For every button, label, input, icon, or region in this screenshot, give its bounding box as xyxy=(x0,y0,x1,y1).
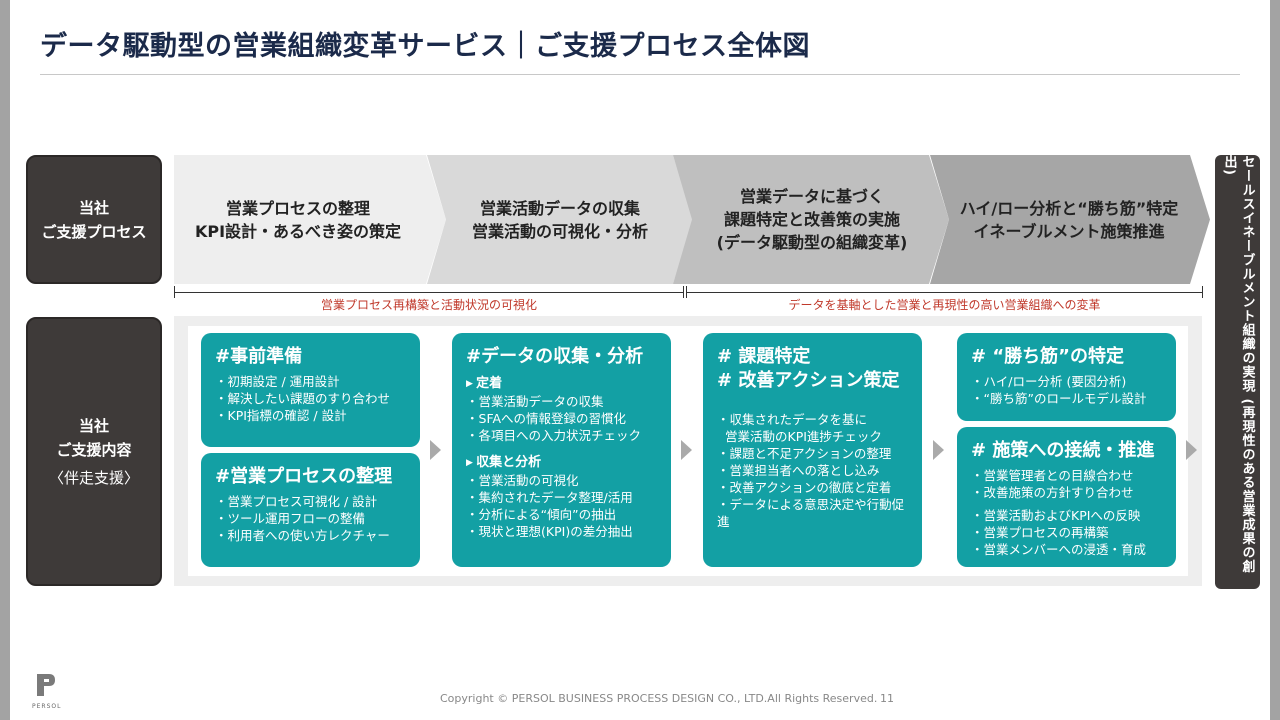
list-item: 営業活動の可視化 xyxy=(466,472,657,489)
arrow-right-icon xyxy=(681,440,692,460)
list-item: 集約されたデータ整理/活用 xyxy=(466,489,657,506)
card-measures: # 施策への接続・推進 営業管理者との目線合わせ 改善施策の方針すり合わせ 営業… xyxy=(957,427,1176,567)
card-data-collection-heading: #データの収集・分析 xyxy=(466,346,644,367)
list-item: 営業プロセス可視化 / 設計 xyxy=(215,493,406,510)
row-label-content: 当社 ご支援内容 〈伴走支援〉 xyxy=(26,317,162,586)
process-step-4-line1: ハイ/ロー分析と“勝ち筋”特定 xyxy=(959,198,1179,218)
card-pre-preparation-heading: #事前準備 xyxy=(215,346,303,367)
process-step-3: 営業データに基づく 課題特定と改善策の実施 (データ駆動型の組織変革) xyxy=(673,155,949,284)
card-data-list-analysis: 営業活動の可視化 集約されたデータ整理/活用 分析による“傾向”の抽出 現状と理… xyxy=(466,472,657,540)
list-item: 初期設定 / 運用設計 xyxy=(215,373,406,390)
row-label-process-line2: ご支援プロセス xyxy=(41,222,147,241)
bracket-phase-2 xyxy=(686,286,1203,298)
list-item: 営業メンバーへの浸透・育成 xyxy=(971,541,1162,558)
list-item: データによる意思決定や行動促進 xyxy=(717,496,908,530)
process-step-4-line2: イネーブルメント施策推進 xyxy=(973,221,1165,241)
card-process-organize-heading: #営業プロセスの整理 xyxy=(215,466,393,487)
process-step-3-line1: 営業データに基づく xyxy=(739,187,884,206)
arrow-right-icon xyxy=(933,440,944,460)
process-step-2-line2: 営業活動の可視化・分析 xyxy=(471,221,648,241)
title-divider xyxy=(40,74,1240,75)
card-measures-list-2: 営業活動およびKPIへの反映 営業プロセスの再構築 営業メンバーへの浸透・育成 xyxy=(971,507,1162,558)
list-item: ツール運用フローの整備 xyxy=(215,510,406,527)
page-number: 11 xyxy=(880,692,894,705)
card-data-section-analysis: 収集と分析 xyxy=(466,454,657,472)
card-winning-pattern-heading: # “勝ち筋”の特定 xyxy=(971,346,1125,367)
copyright-footer: Copyright © PERSOL BUSINESS PROCESS DESI… xyxy=(440,692,878,705)
process-step-1-line2: KPI設計・あるべき姿の策定 xyxy=(194,221,402,241)
outcome-vertical-text: セールスイネーブルメント組織の実現 (再現性のある営業成果の創出) xyxy=(1221,155,1255,574)
list-item: 営業管理者との目線合わせ xyxy=(971,467,1162,484)
bracket-label-phase-2: データを基軸とした営業と再現性の高い営業組織への変革 xyxy=(788,298,1101,312)
card-issue-heading-1: # 課題特定 xyxy=(717,346,811,367)
list-item: SFAへの情報登録の習慣化 xyxy=(466,410,657,427)
row-label-process: 当社 ご支援プロセス xyxy=(26,155,162,284)
list-item: 営業活動データの収集 xyxy=(466,393,657,410)
list-item: 各項目への入力状況チェック xyxy=(466,427,657,444)
card-pre-preparation: #事前準備 初期設定 / 運用設計 解決したい課題のすり合わせ KPI指標の確認… xyxy=(201,333,420,447)
card-measures-list-1: 営業管理者との目線合わせ 改善施策の方針すり合わせ xyxy=(971,467,1162,501)
list-item: 営業プロセスの再構築 xyxy=(971,524,1162,541)
process-step-1: 営業プロセスの整理 KPI設計・あるべき姿の策定 xyxy=(174,155,446,284)
process-step-2-line1: 営業活動データの収集 xyxy=(479,198,640,218)
card-winning-pattern: # “勝ち筋”の特定 ハイ/ロー分析 (要因分析) “勝ち筋”のロールモデル設計 xyxy=(957,333,1176,421)
card-process-organize: #営業プロセスの整理 営業プロセス可視化 / 設計 ツール運用フローの整備 利用… xyxy=(201,453,420,567)
row-label-process-line1: 当社 xyxy=(78,198,109,217)
bracket-label-phase-1: 営業プロセス再構築と活動状況の可視化 xyxy=(320,298,537,312)
right-edge-bar xyxy=(1270,0,1280,720)
list-item: 営業活動およびKPIへの反映 xyxy=(971,507,1162,524)
card-data-list-establish: 営業活動データの収集 SFAへの情報登録の習慣化 各項目への入力状況チェック xyxy=(466,393,657,444)
list-item: “勝ち筋”のロールモデル設計 xyxy=(971,390,1162,407)
process-step-1-line1: 営業プロセスの整理 xyxy=(225,198,370,218)
list-item: 分析による“傾向”の抽出 xyxy=(466,506,657,523)
persol-logo-icon xyxy=(37,674,55,696)
list-item: 改善施策の方針すり合わせ xyxy=(971,484,1162,501)
process-step-3-line2: 課題特定と改善策の実施 xyxy=(723,210,900,229)
card-pre-preparation-list: 初期設定 / 運用設計 解決したい課題のすり合わせ KPI指標の確認 / 設計 xyxy=(215,373,406,424)
process-step-3-line3: (データ駆動型の組織変革) xyxy=(716,233,908,252)
card-issue-list: 収集されたデータを基に 営業活動のKPI進捗チェック 課題と不足アクションの整理… xyxy=(717,411,908,530)
left-edge-bar xyxy=(0,0,10,720)
process-step-2: 営業活動データの収集 営業活動の可視化・分析 xyxy=(427,155,693,284)
card-process-organize-list: 営業プロセス可視化 / 設計 ツール運用フローの整備 利用者への使い方レクチャー xyxy=(215,493,406,544)
row-label-content-line2: ご支援内容 xyxy=(56,440,132,459)
page-title: データ駆動型の営業組織変革サービス｜ご支援プロセス全体図 xyxy=(40,31,810,62)
list-item: KPI指標の確認 / 設計 xyxy=(215,407,406,424)
bracket-phase-1 xyxy=(174,286,684,298)
list-item: 営業担当者への落とし込み xyxy=(717,462,908,479)
card-issue-identification: # 課題特定 # 改善アクション策定 収集されたデータを基に 営業活動のKPI進… xyxy=(703,333,922,567)
list-item: 課題と不足アクションの整理 xyxy=(717,445,908,462)
card-data-section-establish: 定着 xyxy=(466,375,657,393)
row-label-content-line1: 当社 xyxy=(78,416,109,435)
persol-logo-text: PERSOL xyxy=(32,703,62,710)
process-step-4: ハイ/ロー分析と“勝ち筋”特定 イネーブルメント施策推進 xyxy=(930,155,1210,284)
list-item: 収集されたデータを基に xyxy=(717,411,908,428)
list-item: 改善アクションの徹底と定着 xyxy=(717,479,908,496)
card-winning-pattern-list: ハイ/ロー分析 (要因分析) “勝ち筋”のロールモデル設計 xyxy=(971,373,1162,407)
card-measures-heading: # 施策への接続・推進 xyxy=(971,440,1155,461)
card-data-collection: #データの収集・分析 定着 営業活動データの収集 SFAへの情報登録の習慣化 各… xyxy=(452,333,671,567)
row-label-content-line3: 〈伴走支援〉 xyxy=(48,468,139,487)
persol-logo: PERSOL xyxy=(32,672,60,710)
list-item: 営業活動のKPI進捗チェック xyxy=(725,429,882,444)
card-issue-heading-2: # 改善アクション策定 xyxy=(717,370,900,391)
list-item: 現状と理想(KPI)の差分抽出 xyxy=(466,523,657,540)
list-item: ハイ/ロー分析 (要因分析) xyxy=(971,373,1162,390)
list-item: 解決したい課題のすり合わせ xyxy=(215,390,406,407)
outcome-vertical-box: セールスイネーブルメント組織の実現 (再現性のある営業成果の創出) xyxy=(1215,155,1260,589)
arrow-right-icon xyxy=(1186,440,1197,460)
arrow-right-icon xyxy=(430,440,441,460)
list-item: 利用者への使い方レクチャー xyxy=(215,527,406,544)
